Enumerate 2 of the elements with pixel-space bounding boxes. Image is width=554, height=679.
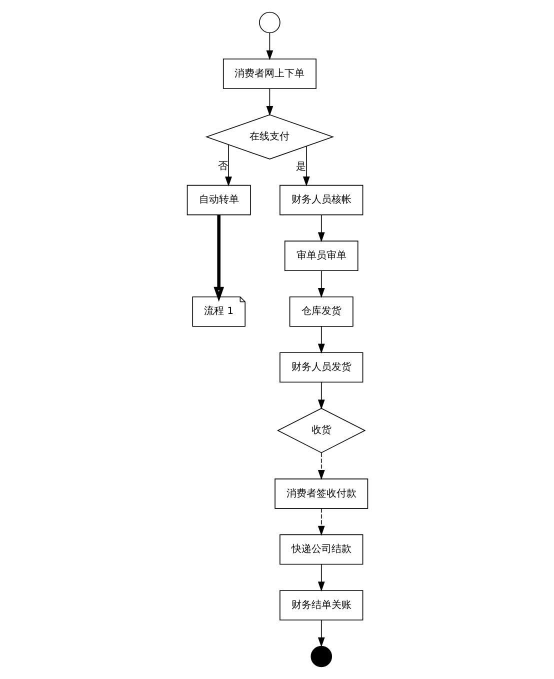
edge-label: 否 xyxy=(218,160,228,172)
edge-label: 是 xyxy=(296,161,306,172)
